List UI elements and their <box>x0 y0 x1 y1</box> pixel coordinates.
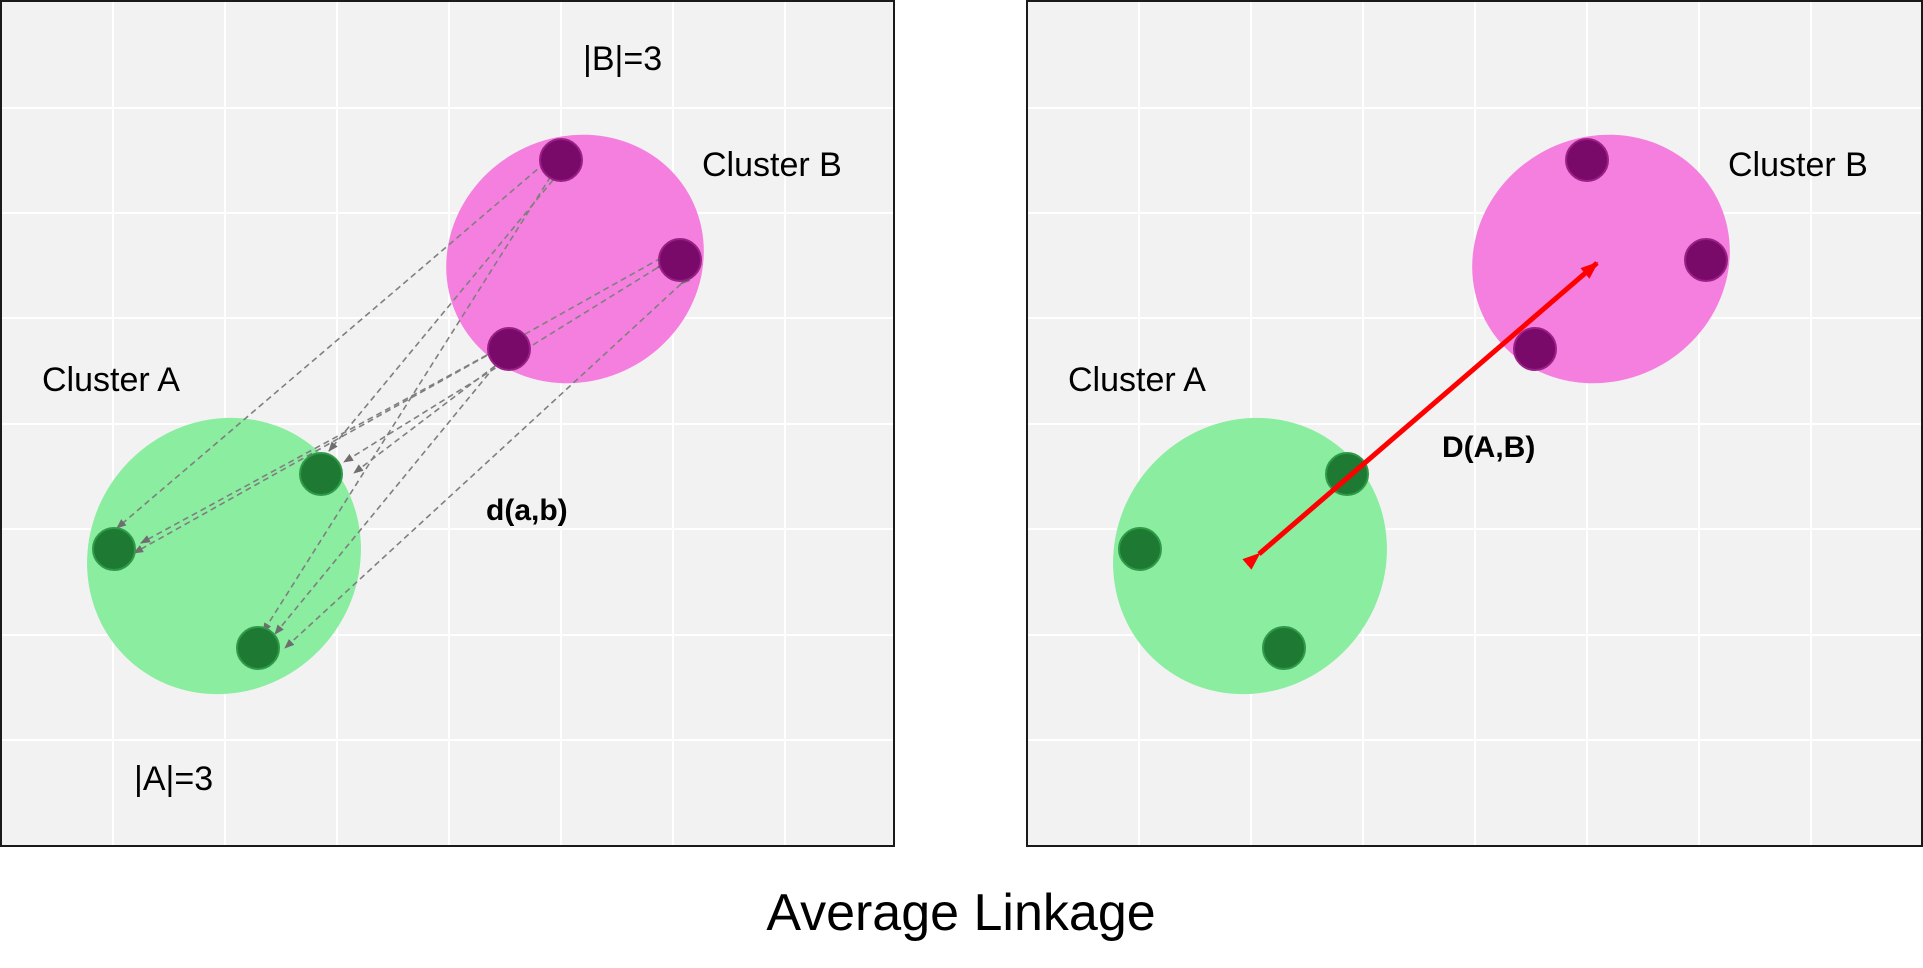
cluster-b-point <box>1684 238 1728 282</box>
cluster-b-point <box>1565 138 1609 182</box>
cluster-b-label: Cluster B <box>702 146 842 184</box>
cluster-b-point <box>539 138 583 182</box>
cluster-b-point <box>1513 327 1557 371</box>
centroid-distance-arrow <box>1242 261 1599 570</box>
cluster-a-point <box>1118 527 1162 571</box>
cluster-b-label: Cluster B <box>1728 146 1868 184</box>
cluster-a-point <box>236 626 280 670</box>
cluster-a-point <box>92 527 136 571</box>
cluster-a-label: Cluster A <box>1068 361 1206 399</box>
cluster-distance-label: D(A,B) <box>1442 431 1535 464</box>
cluster-a-point <box>1262 626 1306 670</box>
pair-line-b3-a3 <box>274 356 504 635</box>
cluster-b-point <box>658 238 702 282</box>
right-panel: Cluster A Cluster B D(A,B) <box>1026 0 1923 847</box>
cluster-b-point <box>487 327 531 371</box>
left-panel: Cluster A Cluster B |A|=3 |B|=3 d(a,b) <box>0 0 895 847</box>
pairwise-distance-label: d(a,b) <box>486 494 568 527</box>
cluster-b-size-label: |B|=3 <box>583 40 662 78</box>
cluster-a-point <box>299 452 343 496</box>
cluster-a-size-label: |A|=3 <box>134 760 213 798</box>
cluster-a-label: Cluster A <box>42 361 180 399</box>
diagram-caption: Average Linkage <box>766 884 1155 942</box>
